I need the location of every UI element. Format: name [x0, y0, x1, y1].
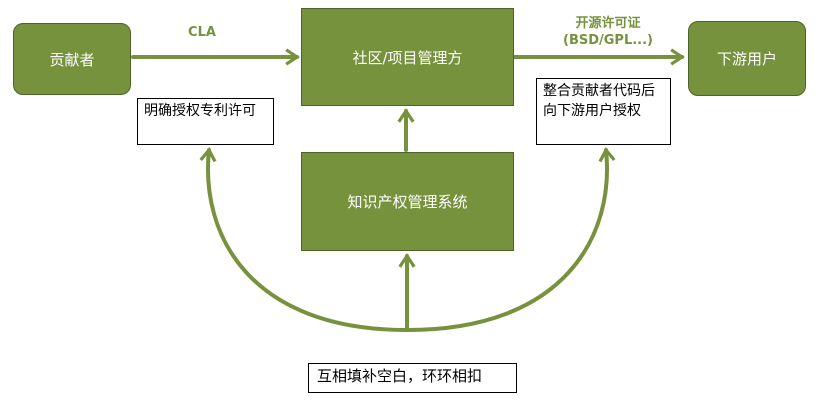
integrated-license-note: 整合贡献者代码后向下游用户授权 — [536, 78, 671, 145]
contributor-label: 贡献者 — [49, 50, 95, 69]
contributor-node: 贡献者 — [13, 23, 131, 95]
ip-system-node: 知识产权管理系统 — [301, 152, 514, 251]
ip-system-label: 知识产权管理系统 — [347, 193, 468, 211]
cla-label: CLA — [188, 25, 216, 40]
arc-to-integrated-license — [405, 147, 616, 332]
patent-license-note: 明确授权专利许可 — [137, 98, 274, 145]
open-license-examples: (BSD/GPL...) — [563, 33, 653, 48]
arc-to-patent-license — [199, 147, 409, 332]
community-label: 社区/项目管理方 — [352, 48, 463, 67]
community-node: 社区/项目管理方 — [301, 8, 514, 106]
complement-note: 互相填补空白，环环相扣 — [308, 363, 517, 393]
downstream-node: 下游用户 — [688, 21, 806, 96]
open-license-name: 开源许可证 — [575, 16, 641, 31]
open-license-label: 开源许可证 (BSD/GPL...) — [548, 15, 668, 49]
downstream-label: 下游用户 — [716, 50, 777, 68]
